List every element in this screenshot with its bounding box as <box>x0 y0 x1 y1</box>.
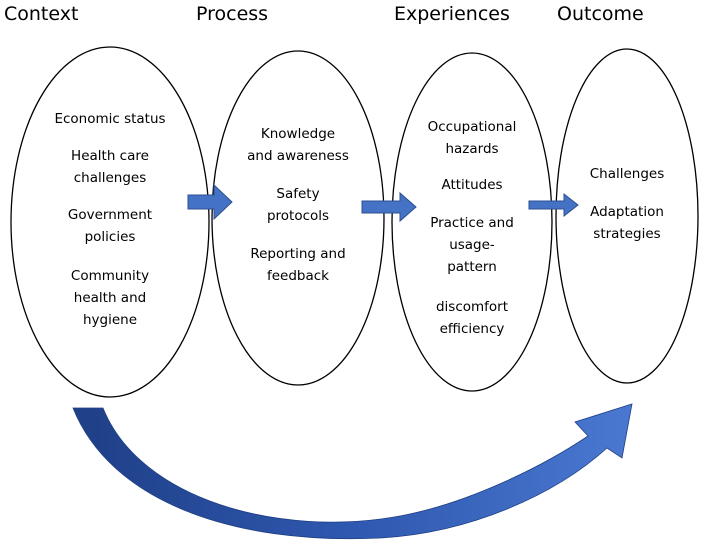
outcome-heading: Outcome <box>557 3 644 25</box>
experiences-ellipse <box>391 52 553 392</box>
arrow-context-to-process <box>187 183 233 221</box>
process-ellipse <box>211 50 385 386</box>
context-heading: Context <box>4 3 79 25</box>
context-item: Economic status <box>54 111 166 127</box>
arrow-process-to-experiences <box>361 191 417 223</box>
curved-feedback-arrow <box>72 403 633 540</box>
process-heading: Process <box>196 3 269 25</box>
outcome-ellipse <box>555 48 699 384</box>
context-ellipse <box>10 46 210 398</box>
arrow-experiences-to-outcome <box>528 192 579 218</box>
experiences-heading: Experiences <box>394 3 510 25</box>
experiences-item: Attitudes <box>441 177 503 193</box>
outcome-item: Challenges <box>589 166 665 182</box>
